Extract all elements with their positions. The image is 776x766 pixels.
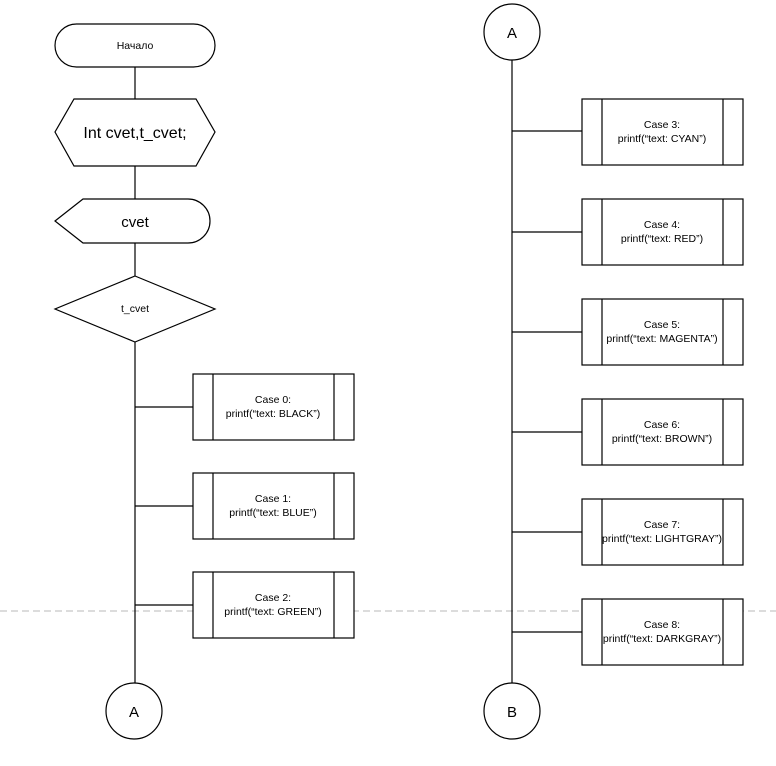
decision-diamond: t_cvet (53, 275, 217, 343)
case-6-block: Case 6: printf(“text: BROWN”) (512, 398, 744, 466)
input-label: cvet (121, 214, 149, 231)
start-label: Начало (117, 40, 154, 52)
case-code: printf(“text: BLUE”) (229, 507, 317, 519)
decision-label: t_cvet (121, 303, 149, 315)
case-code: printf(“text: DARKGRAY”) (603, 633, 721, 645)
declaration-block: Int cvet,t_cvet; (54, 98, 216, 167)
case-title: Case 1: (255, 493, 291, 505)
case-title: Case 8: (644, 619, 680, 631)
case-3-block: Case 3: printf(“text: CYAN”) (512, 98, 744, 166)
case-code: printf(“text: MAGENTA”) (606, 333, 717, 345)
case-title: Case 3: (644, 119, 680, 131)
case-8-block: Case 8: printf(“text: DARKGRAY”) (512, 598, 744, 666)
case-1-block: Case 1: printf(“text: BLUE”) (135, 472, 355, 540)
connector-b-bottom: B (483, 682, 541, 740)
connector-a-label: A (129, 704, 139, 721)
declaration-label: Int cvet,t_cvet; (83, 125, 186, 142)
case-4-block: Case 4: printf(“text: RED”) (512, 198, 744, 266)
connector-a-top: A (483, 3, 541, 61)
case-title: Case 7: (644, 519, 680, 531)
case-title: Case 6: (644, 419, 680, 431)
case-title: Case 2: (255, 592, 291, 604)
case-7-block: Case 7: printf(“text: LIGHTGRAY”) (512, 498, 744, 566)
case-title: Case 4: (644, 219, 680, 231)
case-code: printf(“text: RED”) (621, 233, 703, 245)
start-terminator: Начало (54, 23, 216, 68)
case-code: printf(“text: CYAN”) (618, 133, 706, 145)
case-title: Case 0: (255, 394, 291, 406)
case-code: printf(“text: GREEN”) (224, 606, 321, 618)
connector-a-bottom: A (105, 682, 163, 740)
input-block: cvet (54, 198, 211, 244)
case-title: Case 5: (644, 319, 680, 331)
case-2-block: Case 2: printf(“text: GREEN”) (135, 571, 355, 639)
case-0-block: Case 0: printf(“text: BLACK”) (135, 373, 355, 441)
case-5-block: Case 5: printf(“text: MAGENTA”) (512, 298, 744, 366)
case-code: printf(“text: LIGHTGRAY”) (602, 533, 722, 545)
connector-a-label: A (507, 25, 517, 42)
case-code: printf(“text: BLACK”) (226, 408, 321, 420)
connector-b-label: B (507, 704, 517, 721)
case-code: printf(“text: BROWN”) (612, 433, 712, 445)
